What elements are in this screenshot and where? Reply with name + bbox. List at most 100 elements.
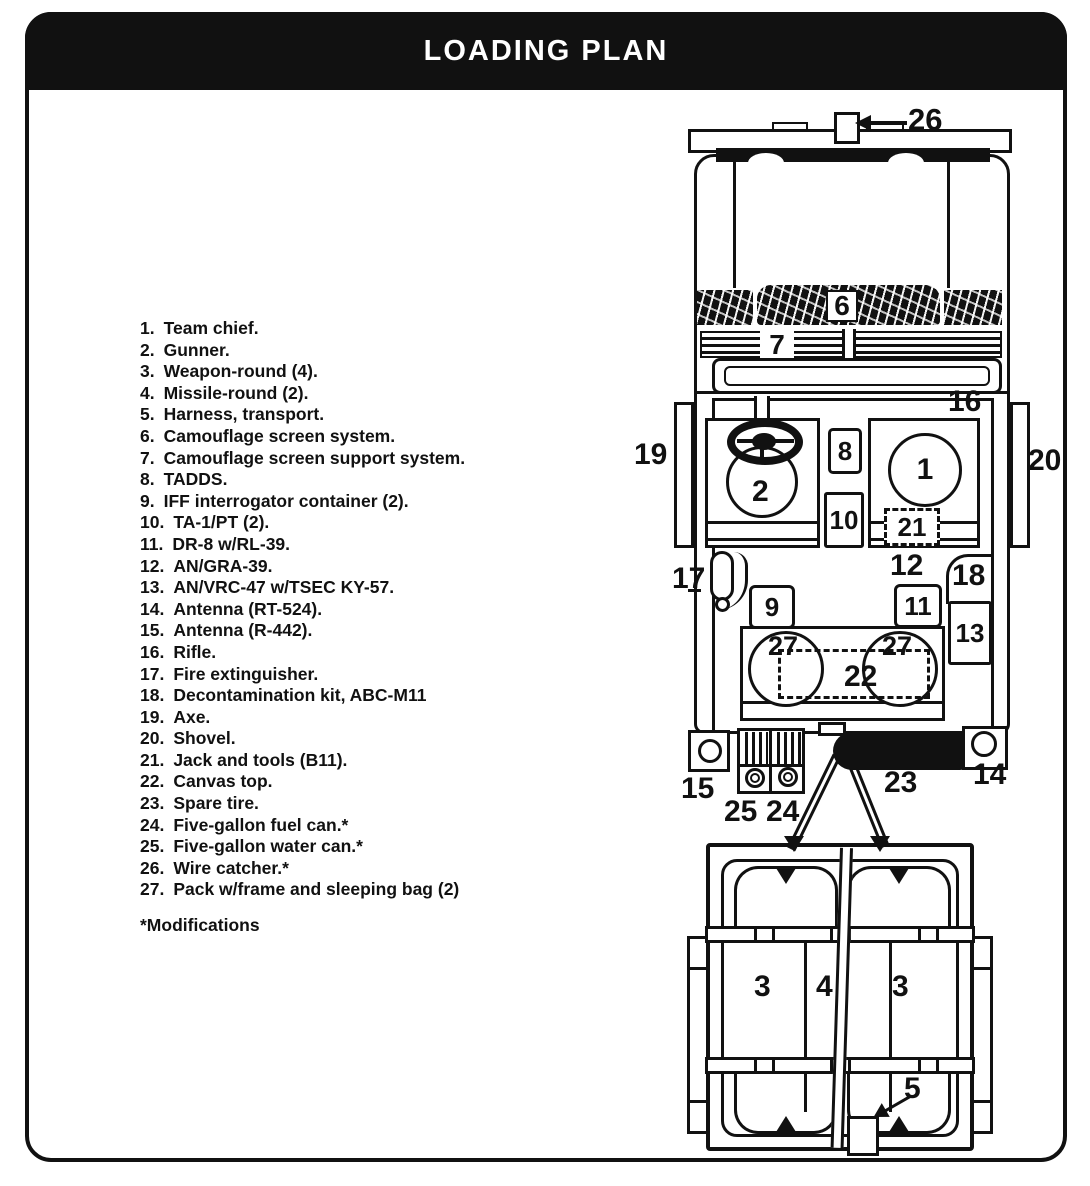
tube-notch-bottom-left — [776, 1116, 796, 1132]
water-can-cap-inner — [750, 773, 760, 783]
legend-item-number: 3. — [140, 361, 155, 382]
callout-24-fuel-can: 24 — [766, 795, 800, 828]
strap-tick — [936, 1057, 939, 1074]
spare-tire — [833, 732, 979, 770]
legend-item-number: 25. — [140, 836, 165, 857]
canvas-top-box — [778, 649, 930, 699]
legend-item-number: 26. — [140, 857, 165, 878]
trailer-fender-left-line1 — [687, 967, 710, 970]
callout-6-text: 6 — [834, 290, 850, 321]
callout-4-missile-round: 4 — [816, 970, 833, 1003]
callout-7-camouflage-support: 7 — [760, 328, 794, 360]
legend-item-text: TA-1/PT (2). — [173, 512, 270, 533]
driver-seat-strip-2 — [708, 538, 817, 541]
legend-item-text: Axe. — [173, 706, 211, 727]
callout-12-angra39: 12 — [890, 549, 924, 582]
callout-18-decon-kit: 18 — [952, 559, 986, 592]
spring-arc-right — [888, 153, 924, 173]
legend-item-text: Fire extinguisher. — [173, 663, 319, 684]
round-divider-right — [889, 943, 892, 1057]
cargo-bed-strip — [743, 701, 942, 704]
legend-item-number: 4. — [140, 382, 155, 403]
callout-1-text: 1 — [916, 453, 934, 486]
wheel-arch-right — [946, 554, 994, 604]
legend-item-number: 9. — [140, 490, 155, 511]
legend-item: 21. Jack and tools (B11). — [140, 750, 620, 772]
team-chief-position-circle: 1 — [888, 433, 962, 507]
legend-item-text: AN/GRA-39. — [173, 555, 273, 576]
legend-item: 8.TADDS. — [140, 469, 620, 491]
tube-notch-top-right — [889, 868, 909, 884]
jack-tools-box: 21 — [884, 508, 940, 546]
legend-item: 22.Canvas top. — [140, 771, 620, 793]
jerry-can-divider — [769, 728, 772, 794]
legend-item: 20.Shovel. — [140, 728, 620, 750]
legend-item-text: Wire catcher.* — [173, 857, 289, 878]
legend-item-text: Antenna (R-442). — [173, 620, 313, 641]
legend-item-number: 24. — [140, 814, 165, 835]
steering-hub — [752, 433, 776, 450]
fuel-can-cap-inner — [783, 772, 793, 782]
fire-extinguisher-icon — [710, 551, 734, 601]
ta1pt-box: 10 — [824, 492, 864, 548]
legend-item-text: Team chief. — [163, 318, 259, 338]
steering-wheel-icon — [727, 419, 803, 465]
legend-item: 16.Rifle. — [140, 642, 620, 664]
camouflage-screen-right — [944, 290, 1002, 325]
legend-item-number: 1. — [140, 318, 155, 338]
legend-item-text: Antenna (RT-524). — [173, 598, 323, 619]
legend-item-number: 6. — [140, 425, 155, 446]
legend-item-text: Harness, transport. — [163, 404, 325, 425]
legend-item-number: 2. — [140, 339, 155, 360]
legend-item: 19. Axe. — [140, 707, 620, 729]
legend-item-number: 5. — [140, 404, 155, 425]
legend-item: 25.Five-gallon water can.* — [140, 836, 620, 858]
legend-item: 11.DR-8 w/RL-39. — [140, 534, 620, 556]
callout-17-dash — [688, 589, 701, 592]
anvrc47-box: 13 — [948, 601, 992, 665]
legend-item-text: Gunner. — [163, 339, 230, 360]
harness-buckle — [847, 1116, 879, 1156]
legend-item: 27.Pack w/frame and sleeping bag (2) — [140, 879, 620, 901]
callout-15-antenna-r442: 15 — [681, 772, 715, 805]
strap-tick — [936, 926, 939, 943]
legend-item-number: 23. — [140, 793, 165, 814]
callout-25-water-can: 25 — [724, 795, 758, 828]
steering-spoke-left — [737, 439, 757, 443]
wheel-arch-left — [704, 552, 748, 610]
legend-item-number: 20. — [140, 728, 165, 749]
legend-item-number: 21. — [140, 749, 165, 770]
legend-item-number: 15. — [140, 620, 165, 641]
legend-footnote: *Modifications — [140, 915, 260, 936]
strap-tick — [918, 926, 921, 943]
legend-item: 26. Wire catcher.* — [140, 858, 620, 880]
callout-7-text: 7 — [769, 328, 785, 360]
legend-item-text: DR-8 w/RL-39. — [172, 533, 291, 554]
legend-item-number: 10. — [140, 512, 165, 533]
tadds-box: 8 — [828, 428, 862, 474]
legend-item-number: 19. — [140, 706, 165, 727]
callout-26-wire-catcher: 26 — [908, 102, 943, 137]
callout-16-rifle: 16 — [948, 385, 982, 418]
round-divider-bottom-right — [889, 1074, 892, 1112]
callout-17-fire-extinguisher: 17 — [672, 562, 706, 595]
steering-spoke-right — [774, 439, 794, 443]
round-divider-bottom-left — [804, 1074, 807, 1112]
hood-panel-line-left — [733, 158, 736, 288]
steering-column — [754, 396, 770, 424]
legend-item-number: 16. — [140, 641, 165, 662]
trailer-body — [706, 843, 974, 1151]
legend-item-number: 18. — [140, 685, 165, 706]
trailer-fender-right-line2 — [970, 1100, 993, 1103]
strap-tick — [830, 926, 833, 943]
legend-item-number: 17. — [140, 663, 165, 684]
callout-10-text: 10 — [829, 504, 859, 535]
strap-tick — [848, 1057, 851, 1074]
strap-tick — [772, 926, 775, 943]
callout-11-text: 11 — [904, 590, 932, 621]
dr8-box: 11 — [894, 584, 942, 628]
windshield-inner-frame — [724, 366, 990, 386]
callout-26-arrow-line — [869, 121, 907, 125]
strap-tick — [772, 1057, 775, 1074]
legend-item-text: Jack and tools (B11). — [173, 749, 348, 770]
